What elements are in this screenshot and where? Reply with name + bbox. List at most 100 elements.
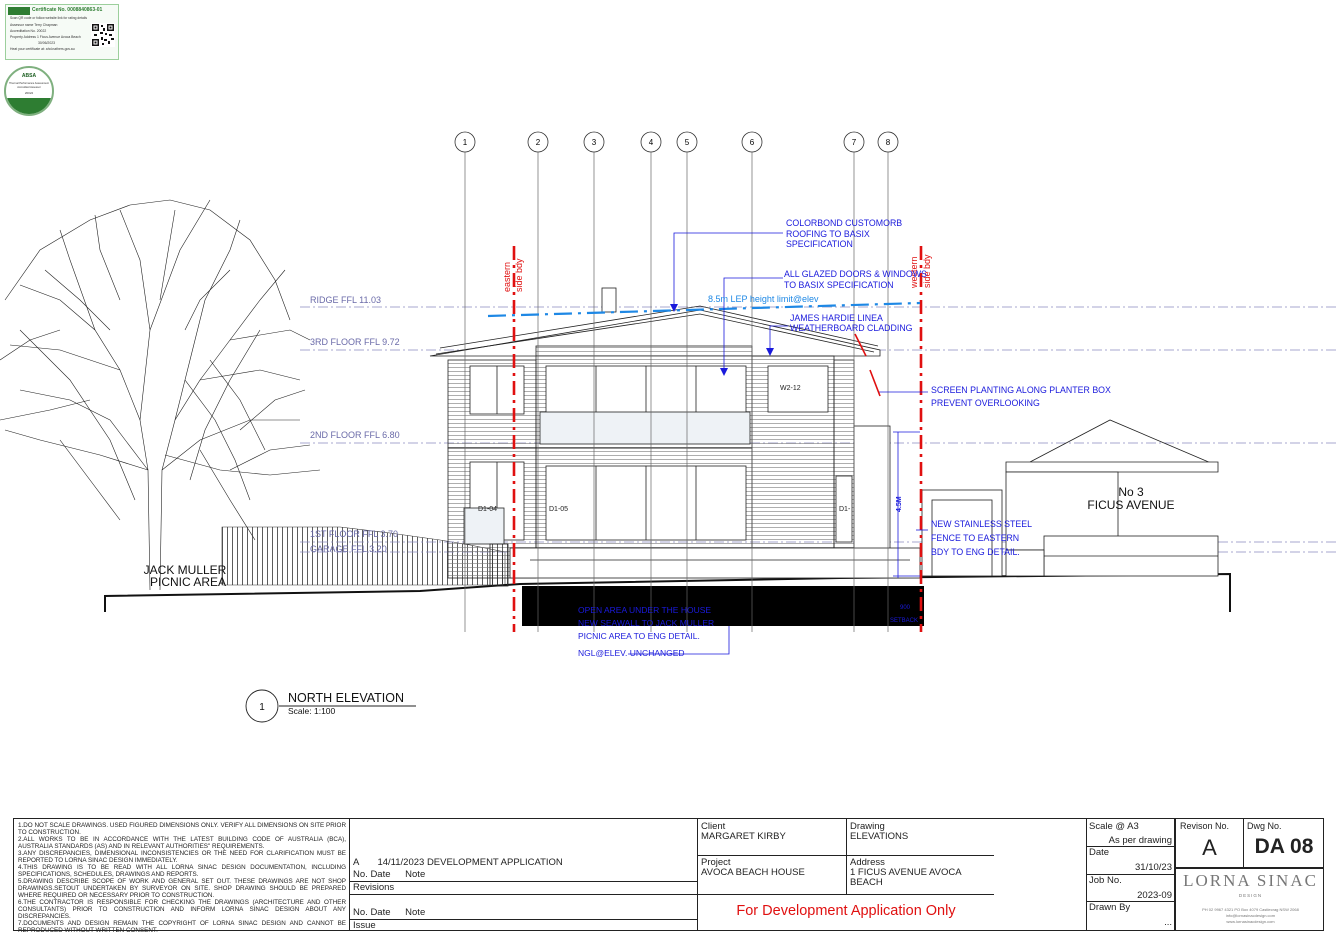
setback-dim-2: SETBACK (890, 618, 918, 624)
rev-header-no: No. (353, 869, 368, 880)
view-number: 1 (259, 702, 265, 713)
neighbour-label-2: FICUS AVENUE (1087, 498, 1174, 512)
seawall (522, 586, 923, 626)
lep-label: 8.5m LEP height limit@elev (708, 294, 819, 304)
nathers-logo (8, 7, 30, 15)
callout-open-1: OPEN AREA UNDER THE HOUSE (578, 605, 711, 615)
absa-seal: ABSA Thermal Performance Assessment Accr… (4, 66, 54, 116)
date-label: Date (1089, 847, 1110, 858)
grid-label: 7 (852, 138, 857, 147)
note-item: 2.ALL WORKS TO BE IN ACCORDANCE WITH THE… (18, 836, 346, 850)
note-item: 1.DO NOT SCALE DRAWINGS. USED FIGURED DI… (18, 822, 346, 836)
client-label: Client (701, 821, 726, 832)
callout-open-2: NEW SEAWALL TO JACK MULLER (578, 618, 714, 628)
title-block: 1.DO NOT SCALE DRAWINGS. USED FIGURED DI… (13, 818, 1324, 934)
cert-row-value: Terry Chapman (34, 23, 58, 27)
grid-label: 5 (685, 138, 690, 147)
callout-roofing-1: COLORBOND CUSTOMORB (786, 218, 902, 228)
grid-label: 2 (536, 138, 541, 147)
revisions-title: Revisions (353, 882, 395, 893)
callout-roofing-2: ROOFING TO BASIX (786, 229, 870, 239)
grid-bubble (843, 131, 865, 153)
grid-label: 1 (463, 138, 468, 147)
grid-label: 4 (649, 138, 654, 147)
grid-bubble (877, 131, 899, 153)
callout-open-3: PICNIC AREA TO ENG DETAIL. (578, 631, 700, 641)
window-tag-w2: W2-12 (780, 385, 801, 392)
issue-title: Issue (353, 920, 376, 931)
revision-letter: A (353, 857, 359, 868)
issue-header-no: No. (353, 907, 368, 918)
callout-cladding-1: JAMES HARDIE LINEA (790, 313, 883, 323)
grid-bubble (583, 131, 605, 153)
cert-row-label: Assessor name (10, 23, 34, 27)
setback-label-west-2: side bdy (922, 254, 932, 288)
job-panel: Scale @ A3 As per drawing Date 31/10/23 … (1086, 819, 1174, 931)
callout-screen-2: PREVENT OVERLOOKING (931, 398, 1040, 408)
setback-label-east-1: eastern (502, 262, 512, 292)
tree-sketch (0, 199, 321, 591)
dwg-panel: Revison No. A Dwg No. DA 08 LORNA SINAC … (1174, 819, 1323, 931)
absa-number: 20022 (24, 91, 34, 95)
client-value: MARGARET KIRBY (701, 831, 786, 842)
grid-label: 3 (592, 138, 597, 147)
cert-date: 30/06/2023 (38, 41, 55, 45)
grid-bubble (640, 131, 662, 153)
job-value: 2023-09 (1137, 890, 1172, 901)
address-label: Address (850, 857, 885, 868)
drawing-label: Drawing (850, 821, 885, 832)
cert-row-value: 20022 (36, 29, 47, 33)
rev-header-note: Note (405, 869, 426, 880)
view-title-text: NORTH ELEVATION (288, 691, 404, 705)
drawing-value: ELEVATIONS (850, 831, 909, 842)
cert-row-label: Accreditation No. (10, 29, 36, 33)
house-elevation (429, 287, 921, 587)
view-title (245, 689, 416, 723)
neighbour-label-1: No 3 (1118, 485, 1144, 499)
setback-label-west-1: western (909, 256, 919, 289)
certificate-subtitle: Scan QR code or follow website link for … (10, 16, 87, 20)
window-tag-d1a: D1-04 (478, 506, 497, 513)
dimension-45-label: 4.5M (896, 496, 903, 512)
window-tag-d1c: D1- (839, 506, 851, 513)
firm-sub: DESIGN (1238, 893, 1263, 898)
grid-bubble (527, 131, 549, 153)
job-label: Job No. (1089, 875, 1122, 886)
nathers-certificate: Certificate No. 0008840863-01 Scan QR co… (5, 4, 119, 60)
callout-glazing-2: TO BASIX SPECIFICATION (784, 280, 894, 290)
note-item: 6.THE CONTRACTOR IS RESPONSIBLE FOR CHEC… (18, 899, 346, 920)
revision-label: Revison No. (1180, 821, 1230, 831)
drawn-by-value: ... (1164, 917, 1172, 928)
callout-glazing-1: ALL GLAZED DOORS & WINDOWS (784, 269, 927, 279)
firm-contact-3: www.lornasinacdesign.com (1226, 919, 1275, 924)
da-stamp: For Development Application Only (736, 903, 956, 919)
issue-header-date: Date (370, 907, 391, 918)
level-label-garage: GARAGE FFL 3.20 (310, 544, 387, 554)
qr-code-icon (91, 23, 115, 47)
firm-contact-1: PH 02 9967 4321 PO Box 4079 Castlecrag N… (1202, 907, 1299, 912)
grid-label: 8 (886, 138, 891, 147)
grid-bubble (454, 131, 476, 153)
general-notes: 1.DO NOT SCALE DRAWINGS. USED FIGURED DI… (18, 822, 346, 934)
certificate-title: Certificate No. 0008840863-01 (32, 7, 103, 13)
firm-name: LORNA SINAC (1183, 871, 1318, 890)
callout-screen-1: SCREEN PLANTING ALONG PLANTER BOX (931, 385, 1111, 395)
dimension-45 (893, 431, 920, 578)
cert-row-label: Property Address (10, 35, 37, 39)
level-label-1st: 1ST FLOOR FFL 3.70 (310, 529, 398, 539)
window-tag-d1b: D1-05 (549, 506, 568, 513)
address-value-1: 1 FICUS AVENUE AVOCA (850, 867, 962, 878)
callout-cladding-2: WEATHERBOARD CLADDING (790, 323, 913, 333)
view-scale: Scale: 1:100 (288, 706, 336, 716)
neighbour-house (921, 419, 1219, 577)
project-panel: Client MARGARET KIRBY Drawing ELEVATIONS… (697, 819, 994, 931)
revision-value: A (1202, 835, 1217, 860)
dwg-value: DA 08 (1254, 835, 1314, 858)
callout-roofing-3: SPECIFICATION (786, 239, 853, 249)
scale-value: As per drawing (1108, 835, 1172, 846)
date-value: 31/10/23 (1135, 862, 1172, 873)
rev-header-date: Date (370, 869, 391, 880)
note-item: 3.ANY DISCREPANCIES, DIMENSIONAL INCONSI… (18, 850, 346, 864)
